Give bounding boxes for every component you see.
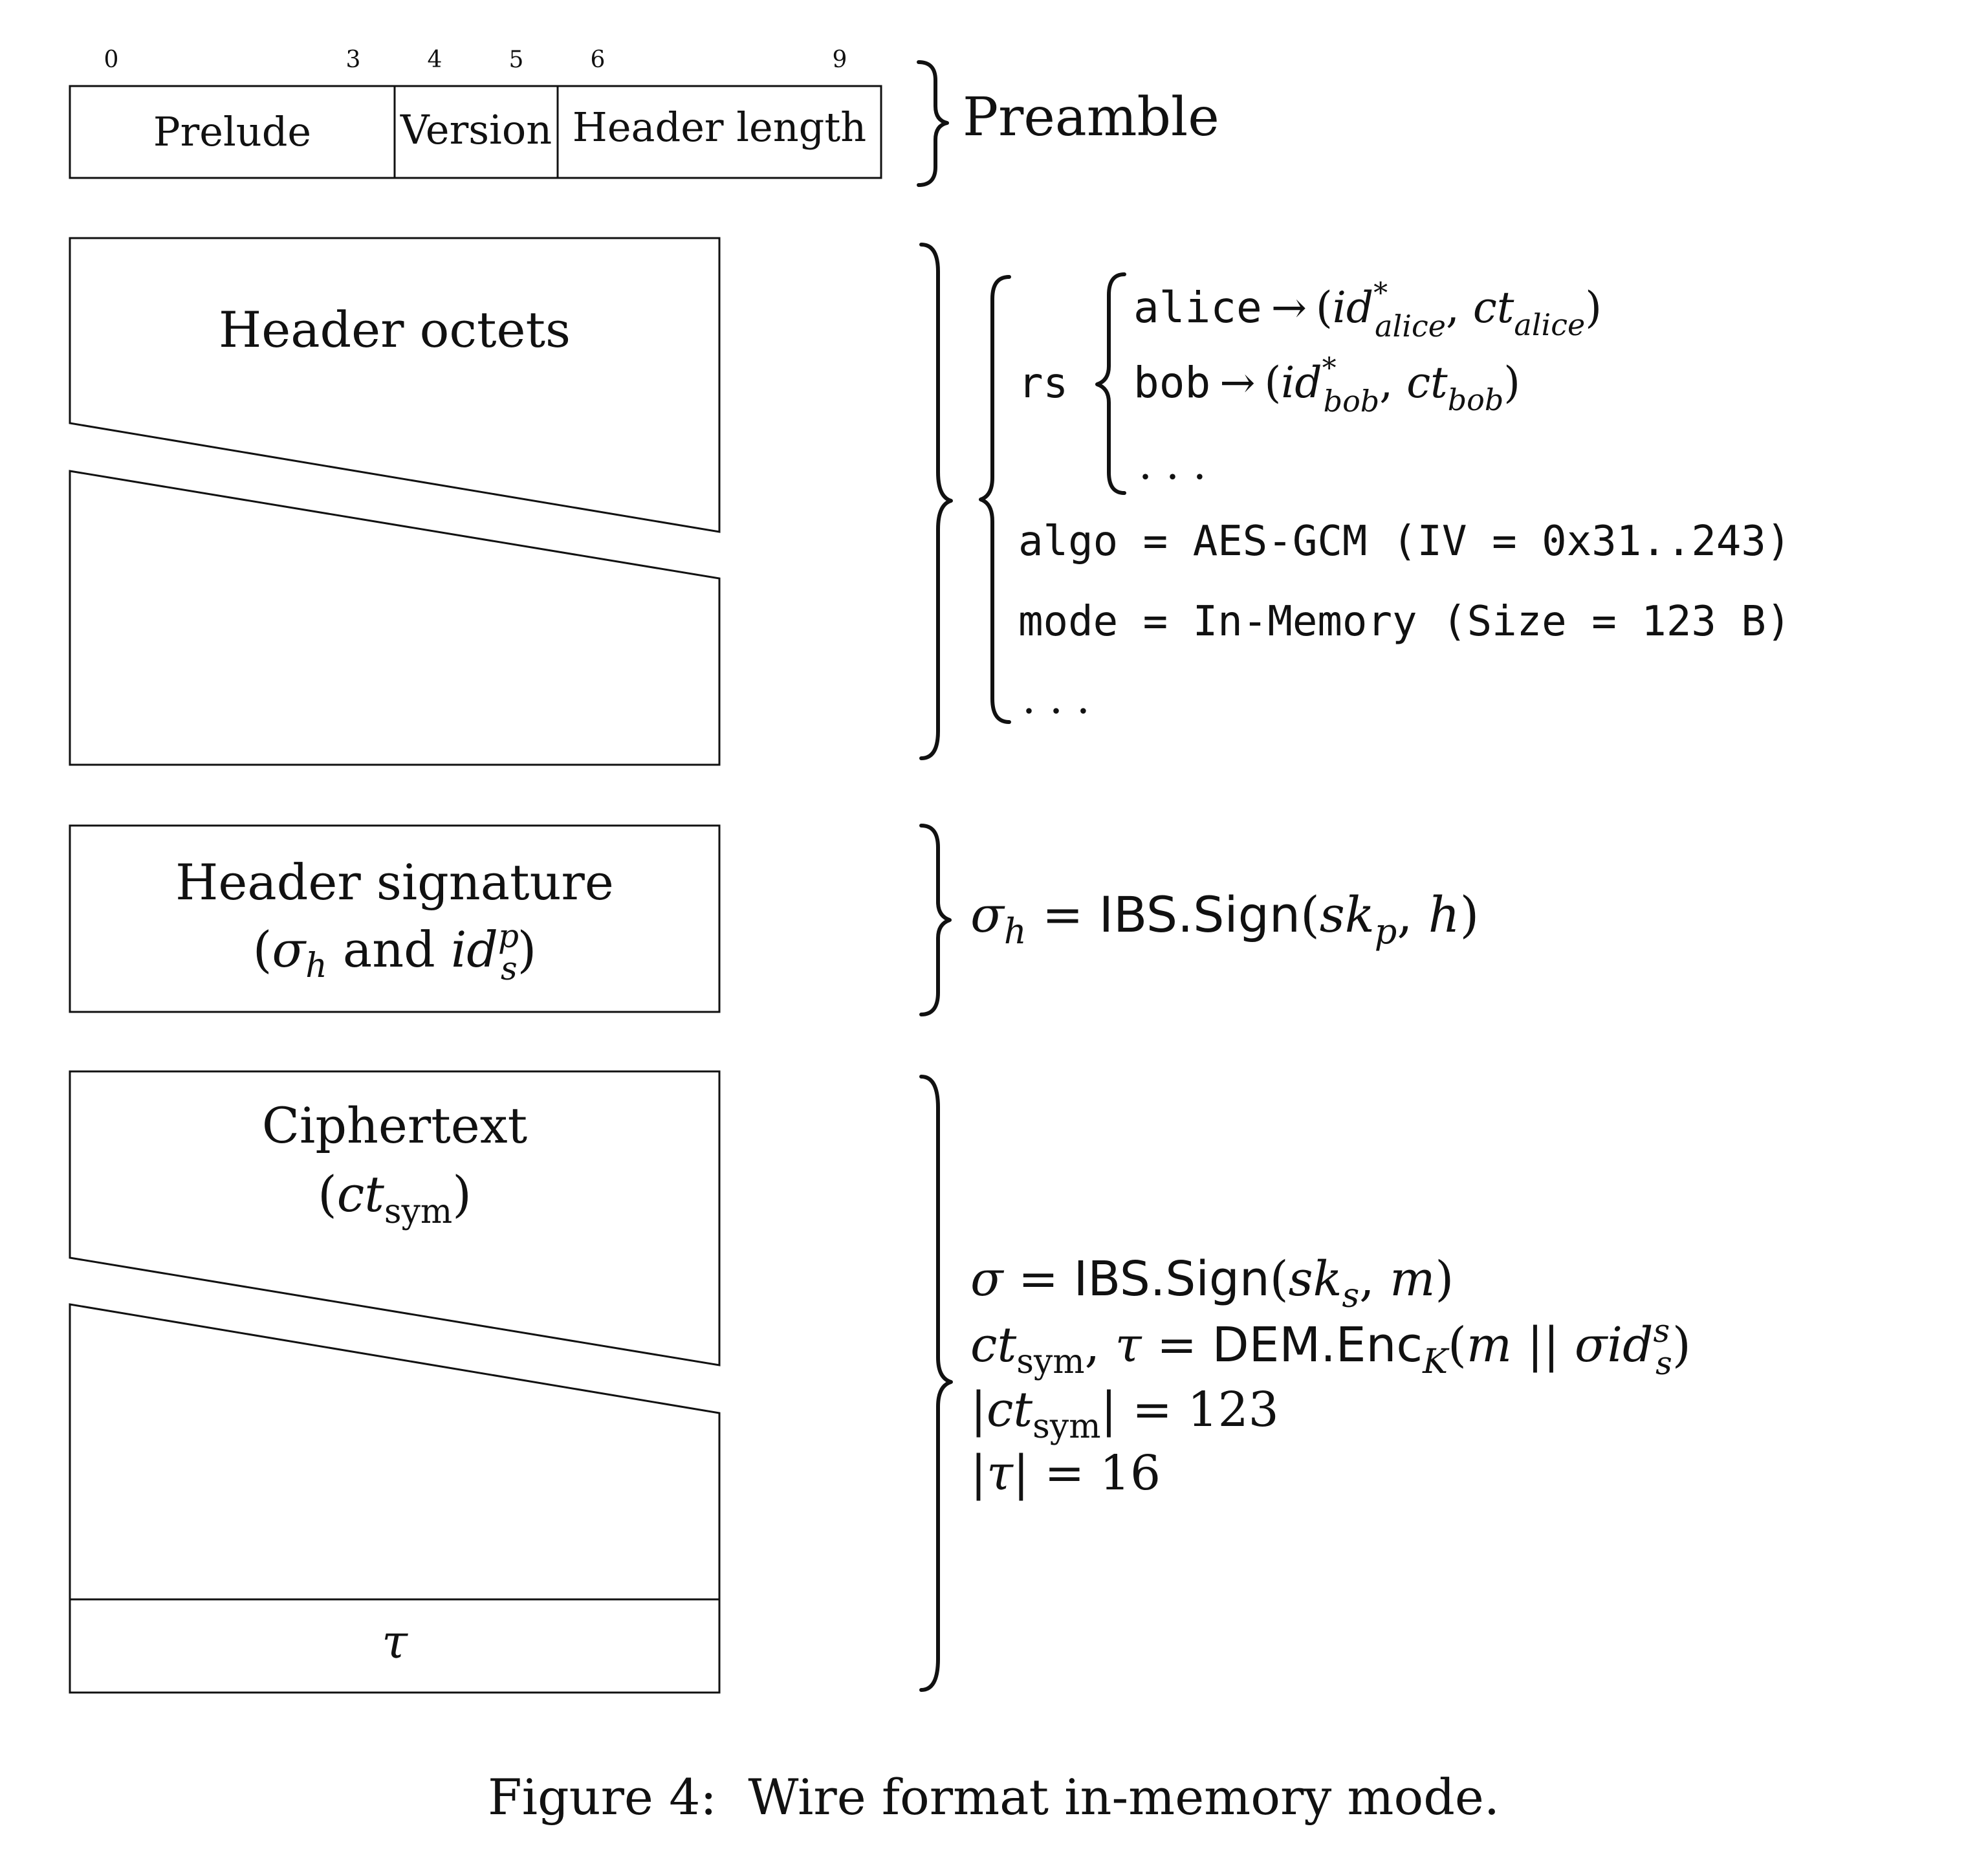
ciphertext-title: Ciphertext: [262, 1097, 527, 1154]
recipient-entry-alice: alice→(id*alice, ctalice): [1133, 277, 1602, 344]
formula-sign: σ = IBS.Sign(sks, m): [970, 1251, 1454, 1315]
byte-tick: 4: [428, 47, 442, 73]
byte-tick: 3: [346, 47, 361, 73]
preamble-brace: [917, 60, 949, 187]
header-octets-title: Header octets: [219, 301, 571, 358]
recipient-name: bob: [1133, 358, 1210, 408]
byte-tick: 9: [833, 47, 847, 73]
figure-caption: Figure 4: Wire format in-memory mode.: [488, 1768, 1500, 1826]
recipient-name: alice: [1133, 283, 1262, 333]
header-fields-brace: [979, 275, 1011, 724]
prelude-field: Prelude: [153, 108, 311, 155]
preamble-section: 0 3 4 5 6 9 Prelude Version Header lengt…: [69, 47, 1219, 187]
signature-brace: [919, 824, 952, 1016]
version-field: Version: [400, 106, 552, 153]
header-length-field: Header length: [573, 104, 866, 151]
header-signature-box: [69, 824, 721, 1013]
arrow: →: [1219, 358, 1255, 408]
ciphertext-brace: [919, 1075, 953, 1692]
mode-line: mode = In-Memory (Size = 123 B): [1018, 598, 1791, 646]
rs-key: rs: [1018, 360, 1068, 408]
header-octets-box-bottom: [69, 470, 721, 766]
ciphertext-box-top: [69, 1070, 721, 1366]
header-octets-box-top: [69, 237, 721, 533]
formula-ct-length: |ctsym| = 123: [970, 1382, 1279, 1446]
formula-tag-length: |τ| = 16: [970, 1445, 1161, 1501]
ciphertext-box-bottom: [69, 1303, 721, 1694]
recipients-brace: [1095, 272, 1126, 495]
preamble-box: [69, 85, 882, 179]
header-section: Header octets rs alice→(id*alice, ctalic…: [69, 237, 1791, 766]
tag-label: τ: [382, 1614, 408, 1669]
byte-tick: 6: [591, 47, 606, 73]
signature-formula: σh = IBS.Sign(skp, h): [970, 886, 1479, 952]
algo-line: algo = AES-GCM (IV = 0x31..243): [1018, 518, 1791, 565]
header-ellipsis: . . .: [1022, 674, 1090, 723]
ciphertext-section: Ciphertext (ctsym) τ σ = IBS.Sign(sks, m…: [69, 1070, 1691, 1694]
header-brace: [919, 243, 953, 760]
preamble-label: Preamble: [963, 87, 1219, 148]
ciphertext-subtitle: (ctsym): [318, 1165, 472, 1231]
byte-tick: 0: [104, 47, 119, 73]
byte-tick: 5: [509, 47, 524, 73]
recipients-ellipsis: . . .: [1139, 439, 1207, 489]
arrow: →: [1271, 283, 1307, 333]
header-signature-title: Header signature: [175, 853, 614, 911]
recipient-entry-bob: bob→(id*bob, ctbob): [1133, 352, 1520, 419]
